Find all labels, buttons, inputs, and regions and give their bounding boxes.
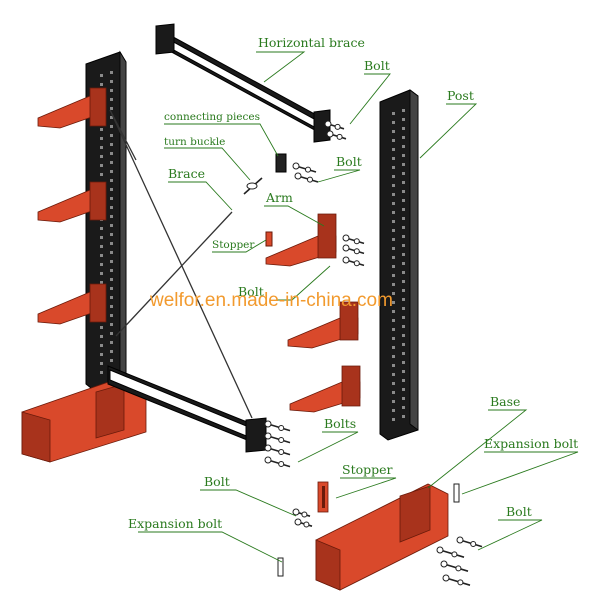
x-brace-rods (109, 109, 253, 419)
bolt-mid-part (292, 162, 317, 173)
bolts-part (264, 444, 291, 456)
label-bolt-lower-right: Bolt (506, 504, 532, 519)
label-connecting-pieces: connecting pieces (164, 111, 260, 123)
base-part (315, 483, 449, 591)
bolt-lower-right-part (442, 574, 471, 586)
label-base: Base (490, 394, 520, 409)
label-expansion-bolt-right: Expansion bolt (484, 436, 578, 451)
assembled-base (21, 377, 147, 463)
label-stopper: Stopper (342, 462, 393, 477)
post-part (379, 89, 419, 441)
stopper-part (317, 481, 329, 513)
bolts-part (264, 432, 291, 444)
stopper-small-part (265, 231, 273, 247)
bolt-lower-left-part (292, 508, 311, 518)
label-post: Post (447, 88, 474, 103)
label-bolt-lower-left: Bolt (204, 474, 230, 489)
bolt-top-part (324, 120, 345, 130)
label-stopper-small: Stopper (212, 239, 255, 251)
label-bolt-arm: Bolt (238, 284, 264, 299)
arm-3 (37, 283, 107, 325)
bolts-part (264, 456, 291, 468)
label-bolts: Bolts (324, 416, 356, 431)
bolt-arm-part (342, 234, 365, 245)
arm-part-top (265, 213, 337, 267)
label-bolt-top: Bolt (364, 58, 390, 73)
arm-part-middle (287, 301, 359, 349)
arm-1 (37, 87, 107, 129)
expansion-bolt-left-part (277, 557, 284, 577)
bolt-mid-part (294, 172, 319, 183)
watermark-text: welfor.en.made-in-china.com (149, 290, 393, 311)
label-arm: Arm (265, 190, 293, 205)
lower-horizontal-brace (107, 365, 267, 453)
bolt-arm-part (342, 244, 365, 255)
leader-lines (138, 51, 579, 563)
turn-buckle-part (243, 177, 263, 195)
bolt-top-part (326, 130, 347, 140)
assembled-arms (37, 87, 107, 325)
bolt-lower-left-part (294, 518, 313, 528)
bolts-part (264, 420, 291, 432)
expansion-bolt-right-part (453, 483, 460, 503)
bolt-arm-part (342, 256, 365, 267)
label-expansion-bolt-left: Expansion bolt (128, 516, 222, 531)
connecting-piece-part (275, 153, 287, 173)
label-bolt-mid: Bolt (336, 154, 362, 169)
bolt-lower-right-part (440, 560, 469, 572)
bolt-groups (264, 120, 483, 586)
arm-part-bottom (289, 365, 361, 413)
label-horizontal-brace: Horizontal brace (258, 35, 365, 50)
bolt-lower-right-part (456, 536, 483, 548)
arm-2 (37, 181, 107, 223)
horizontal-brace-part (155, 23, 331, 143)
bolt-lower-right-part (436, 546, 465, 558)
label-turn-buckle: turn buckle (164, 136, 225, 148)
label-brace: Brace (168, 166, 205, 181)
